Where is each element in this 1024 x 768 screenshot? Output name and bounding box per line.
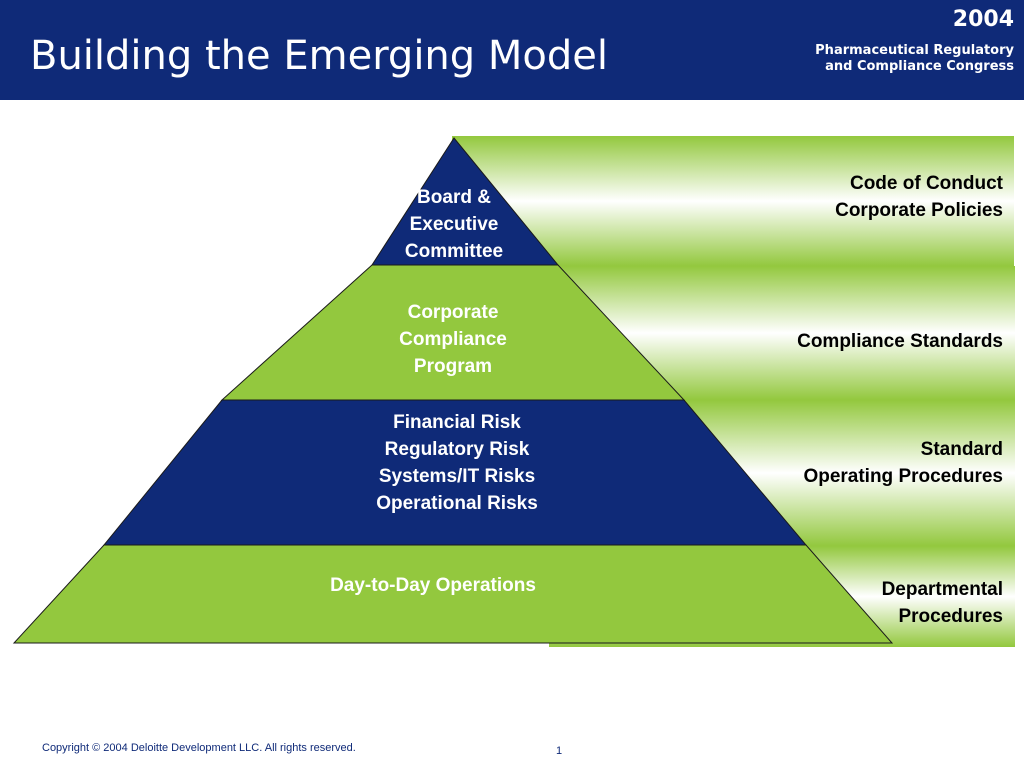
tier-risks-label: Financial Risk Regulatory Risk Systems/I… — [376, 412, 538, 514]
page-number: 1 — [556, 745, 563, 757]
tier-board-label: Board & Executive Committee — [404, 187, 504, 262]
header-bar: Building the Emerging Model 2004 Pharmac… — [0, 0, 1024, 100]
band-departmental-procedures-label: Departmental Procedures — [881, 579, 1003, 627]
tier-compliance-program-label: Corporate Compliance Program — [399, 302, 507, 377]
event-year: 2004 — [952, 7, 1014, 32]
band-compliance-standards-label: Compliance Standards — [797, 331, 1003, 352]
tier-operations — [12, 544, 894, 644]
event-name-line1: Pharmaceutical Regulatory — [815, 43, 1014, 58]
event-name: Pharmaceutical Regulatory and Compliance… — [684, 43, 1014, 75]
band-operating-procedures-label: Standard Operating Procedures — [803, 439, 1003, 487]
tier-operations-label: Day-to-Day Operations — [330, 575, 536, 596]
event-name-line2: and Compliance Congress — [825, 59, 1014, 74]
copyright-footer: Copyright © 2004 Deloitte Development LL… — [42, 742, 356, 754]
page-title: Building the Emerging Model — [30, 33, 608, 79]
band-code-of-conduct-label: Code of Conduct Corporate Policies — [835, 173, 1003, 221]
band-code-of-conduct — [452, 136, 1014, 266]
